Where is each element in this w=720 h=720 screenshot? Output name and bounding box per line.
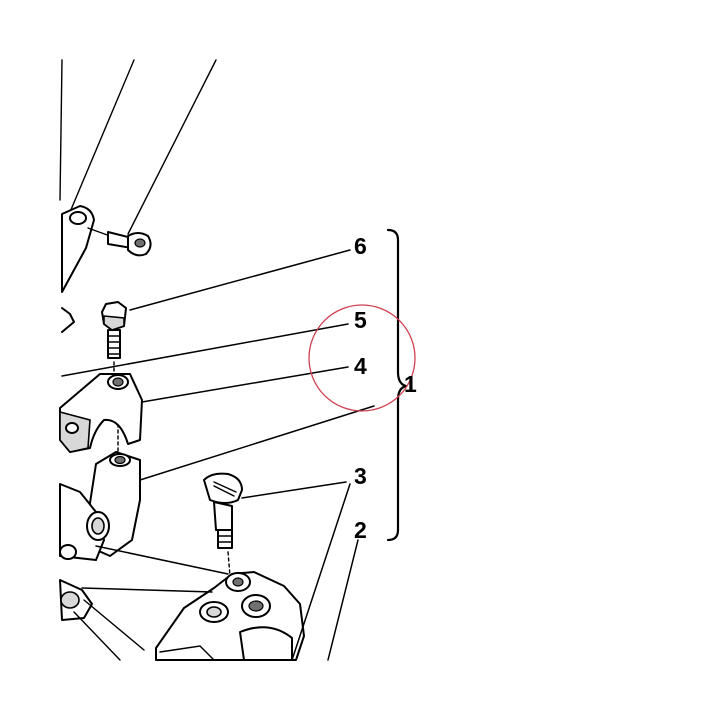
callout-3: 3 <box>354 463 367 489</box>
socket-head-bolt <box>87 227 152 257</box>
callout-leaders <box>61 249 375 661</box>
leader-1 <box>139 405 375 481</box>
lower-linkage <box>59 579 145 661</box>
leader-lower-b <box>81 587 213 593</box>
leader-lower-a <box>95 545 229 575</box>
assembly-axis-lines <box>113 361 231 577</box>
highlight-circle <box>308 304 416 412</box>
callout-6: 6 <box>354 233 367 259</box>
leader-3a <box>241 481 347 499</box>
upper-clamp-part-4 <box>59 373 143 453</box>
handlebar-lines <box>59 59 217 235</box>
lower-clamp <box>59 451 141 561</box>
lever-bracket-part-2 <box>155 571 305 661</box>
callout-2: 2 <box>354 517 367 543</box>
leader-5 <box>61 323 349 377</box>
hex-bolt-part-6 <box>101 301 127 359</box>
callout-4: 4 <box>354 353 367 379</box>
upper-bracket-plate <box>61 205 95 333</box>
slotted-pin-part-3 <box>203 472 243 549</box>
leader-6 <box>129 249 351 311</box>
leader-2 <box>327 539 359 661</box>
leader-4 <box>141 366 349 403</box>
callout-1: 1 <box>404 371 417 397</box>
callout-5: 5 <box>354 307 367 333</box>
leader-3b <box>291 483 351 661</box>
assembly-brace <box>386 228 408 542</box>
